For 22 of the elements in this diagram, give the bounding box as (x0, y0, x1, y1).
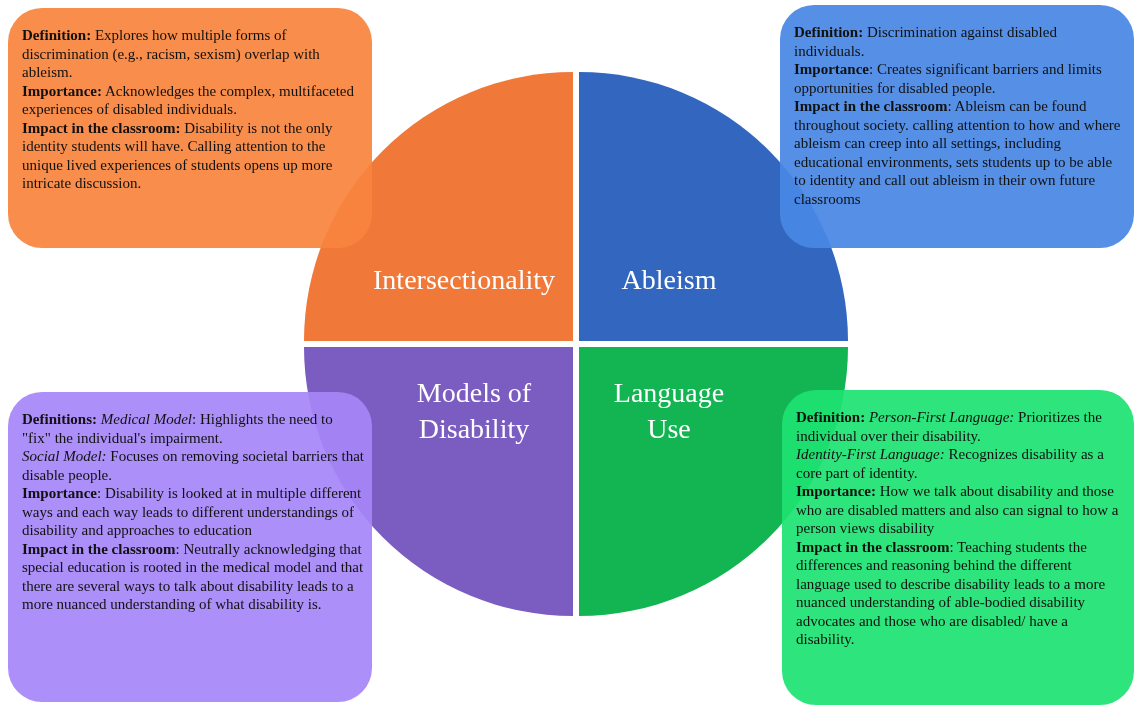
description-text: Importance: Creates significant barriers and limits opportunities for disabled people. (794, 60, 1103, 97)
description-text: Importance: How we talk about disability and those who are disabled matters and also can signal to how a person views disability (796, 482, 1120, 538)
description-text: Identity-First Language: Recognizes disability as a core part of identity. (796, 445, 1105, 482)
quadrant-label: Intersectionality (372, 263, 556, 297)
callout-box (780, 5, 1134, 248)
quadrant-label: Ableism (620, 263, 718, 297)
quadrant-label: Models of Disability (415, 376, 533, 446)
description-text: Importance: Acknowledges the complex, multifaceted experiences of disabled individuals. (22, 81, 355, 119)
description-text: Importance: Disability is looked at in multiple different ways and each way leads to different understandings of disability and approaches to education (22, 484, 363, 540)
description-text: Impact in the classroom: Ableism can be found throughout society. calling attention to how and where ableism can creep into all settings, including educational environments, sets students up to be able to identity and call out ableism in their own future classrooms (794, 97, 1122, 208)
description-text: Social Model: Focuses on removing societal barriers that disable people. (22, 447, 364, 484)
quadrant-label: Language Use (612, 376, 726, 446)
callout-box (8, 392, 372, 702)
callout-box (8, 8, 372, 248)
description-text: Impact in the classroom: Disability is not the only identity students will have. Calling attention to the unique lived experiences of students opens up more intricate discussion. (22, 118, 334, 193)
callout-box (782, 390, 1134, 705)
description-text: Definition: Discrimination against disabled individuals. (794, 23, 1058, 60)
description-text: Impact in the classroom: Teaching students the differences and reasoning behind the different language used to describe disability leads to a more nuanced understanding of able-bodied disability advocates and those who are disabled/ have a disability. (796, 537, 1107, 649)
description-text: Definitions: Medical Model: Highlights the need to "fix" the individual's impairment. (22, 410, 334, 447)
description-text: Definition: Explores how multiple forms of discrimination (e.g., racism, sexism) overlap with ableism. (22, 26, 321, 82)
description-text: Definition: Person-First Language: Prioritizes the individual over their disability. (796, 408, 1103, 445)
description-text: Impact in the classroom: Neutrally acknowledging that special education is rooted in the medical model and that there are several ways to talk about disability leads to a more nuanced understanding of what disability is. (22, 539, 364, 614)
